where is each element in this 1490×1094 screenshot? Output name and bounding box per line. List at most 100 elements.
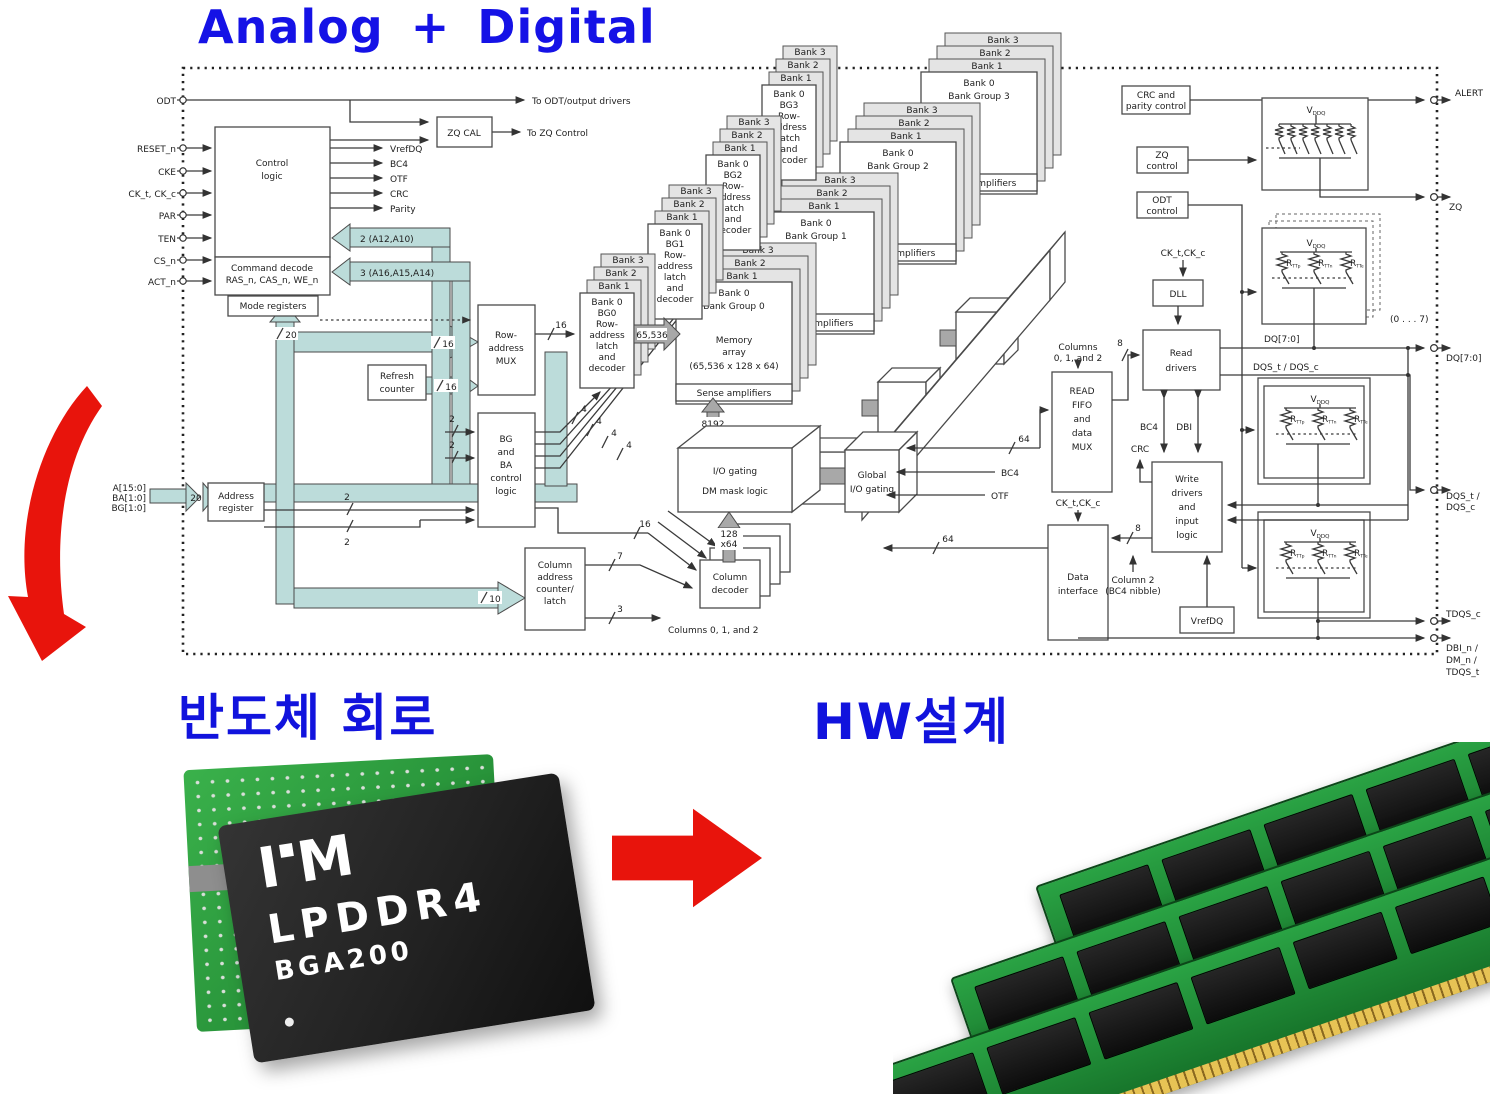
- svg-text:Bank 3: Bank 3: [738, 118, 769, 128]
- svg-text:CRC and: CRC and: [1137, 91, 1175, 101]
- svg-text:ZQ: ZQ: [1155, 151, 1168, 161]
- wire-width-label: 3: [617, 605, 623, 615]
- svg-text:Bank 1: Bank 1: [890, 132, 921, 142]
- pin-label: DM_n /: [1446, 656, 1478, 666]
- svg-text:128: 128: [720, 530, 737, 540]
- svg-text:Sense amplifiers: Sense amplifiers: [697, 389, 772, 399]
- svg-text:RAS_n, CAS_n, WE_n: RAS_n, CAS_n, WE_n: [226, 276, 319, 286]
- svg-text:CRC: CRC: [390, 190, 408, 200]
- svg-text:VrefDQ: VrefDQ: [1191, 617, 1223, 627]
- svg-text:BG2: BG2: [724, 171, 743, 181]
- bc4-label: BC4: [1140, 423, 1158, 433]
- row-address-mux-block: Row- address MUX: [477, 304, 536, 396]
- svg-text:READ: READ: [1069, 387, 1094, 397]
- page-title: Analog + Digital: [198, 0, 656, 54]
- wire-width-label: 7: [617, 552, 623, 562]
- svg-text:I/O gating: I/O gating: [713, 467, 757, 477]
- svg-text:x64: x64: [721, 540, 738, 550]
- svg-text:8192: 8192: [702, 420, 725, 430]
- dq-label: DQ[7:0]: [1264, 335, 1300, 345]
- red-curved-arrow: [8, 386, 102, 661]
- svg-text:data: data: [1072, 429, 1092, 439]
- svg-text:VDDQ: VDDQ: [1307, 106, 1327, 117]
- pin-label: CKE: [158, 168, 176, 178]
- svg-text:Bank Group 3: Bank Group 3: [948, 92, 1009, 102]
- svg-text:Bank 2: Bank 2: [734, 259, 765, 269]
- bus-width-16: 16: [431, 336, 455, 350]
- svg-text:Bank 2: Bank 2: [673, 200, 704, 210]
- svg-text:Bank 0: Bank 0: [659, 229, 690, 239]
- pin-label: ZQ: [1449, 203, 1462, 213]
- svg-text:Refresh: Refresh: [380, 372, 414, 382]
- caption-semiconductor-circuit: 반도체 회로: [178, 689, 438, 747]
- wire-width-label: 2: [344, 538, 350, 548]
- wire-width-label: 4: [626, 441, 632, 451]
- cmd-bus-label: 3 (A16,A15,A14): [360, 269, 434, 279]
- bc4-label: BC4: [1001, 469, 1019, 479]
- range-label: (0 . . . 7): [1390, 315, 1429, 325]
- latch-stack-bg3: Bank 3 Bank 2 Bank 1 Bank 0 BG3 Row- add…: [761, 45, 838, 181]
- svg-text:BA: BA: [500, 461, 513, 471]
- control-output-labels: VrefDQ BC4 OTF CRC Parity: [390, 145, 422, 215]
- svg-text:20: 20: [285, 331, 297, 341]
- refresh-counter-block: Refresh counter: [367, 364, 427, 401]
- bus-width-10: 10: [478, 591, 502, 605]
- col2-label: (BC4 nibble): [1105, 587, 1161, 597]
- crc-label: CRC: [1131, 445, 1149, 455]
- svg-text:Row-: Row-: [664, 251, 686, 261]
- svg-text:and: and: [599, 353, 616, 363]
- svg-text:Bank 3: Bank 3: [906, 106, 937, 116]
- svg-text:Bank 0: Bank 0: [800, 219, 831, 229]
- svg-text:BG0: BG0: [598, 309, 617, 319]
- right-section: CRC and parity control ZQ control ODT co…: [1047, 85, 1483, 678]
- svg-text:and: and: [1074, 415, 1091, 425]
- svg-text:BC4: BC4: [390, 160, 408, 170]
- wire-width-label: 4: [611, 429, 617, 439]
- svg-text:Data: Data: [1067, 573, 1089, 583]
- memory-chip: [1088, 981, 1194, 1060]
- svg-text:Bank 2: Bank 2: [898, 119, 929, 129]
- bg-ba-control-block: BG and BA control logic: [477, 412, 536, 528]
- svg-text:Bank 1: Bank 1: [971, 62, 1002, 72]
- svg-text:MUX: MUX: [496, 357, 517, 367]
- svg-text:array: array: [722, 348, 746, 358]
- svg-text:Bank 3: Bank 3: [742, 246, 773, 256]
- zq-out-label: To ZQ Control: [526, 129, 588, 139]
- ck-label: CK_t,CK_c: [1161, 249, 1206, 259]
- svg-text:Bank 0: Bank 0: [718, 289, 749, 299]
- svg-text:Control: Control: [256, 159, 289, 169]
- arrow-128x64: 128 x64: [715, 511, 743, 563]
- pin-label: CS_n: [154, 257, 176, 267]
- addr-label: BG[1:0]: [112, 504, 147, 514]
- svg-text:Bank 1: Bank 1: [780, 74, 811, 84]
- pin-label: TEN: [157, 235, 176, 245]
- svg-text:Address: Address: [218, 492, 254, 502]
- svg-text:decoder: decoder: [771, 156, 808, 166]
- svg-text:address: address: [657, 262, 693, 272]
- left-pins: ODT RESET_n CKE CK_t, CK_c PAR TEN CS_n …: [112, 96, 187, 514]
- pin-label: TDQS_c: [1445, 610, 1481, 620]
- zq-cal-block: ZQ CAL: [436, 116, 493, 148]
- svg-text:and: and: [781, 145, 798, 155]
- svg-text:ZQ CAL: ZQ CAL: [447, 129, 481, 139]
- dbi-label: DBI: [1176, 423, 1192, 433]
- svg-text:drivers: drivers: [1165, 364, 1196, 374]
- svg-text:address: address: [715, 193, 751, 203]
- pin-label: RESET_n: [137, 145, 176, 155]
- svg-text:Row-: Row-: [778, 112, 800, 122]
- svg-text:Command decode: Command decode: [231, 264, 314, 274]
- svg-text:VrefDQ: VrefDQ: [390, 145, 422, 155]
- bus-width-20: 20: [273, 327, 298, 341]
- pin-label: DBI_n /: [1446, 644, 1479, 654]
- pin-label: DQS_t /: [1446, 492, 1481, 502]
- wire-width-label: 2: [449, 441, 455, 451]
- columns-label: Columns: [1058, 343, 1097, 353]
- odt-termination-dqs: [1257, 377, 1371, 485]
- global-io-gating-block: Global I/O gating: [843, 430, 919, 514]
- svg-text:DM mask logic: DM mask logic: [702, 487, 768, 497]
- dqs-label: DQS_t / DQS_c: [1253, 363, 1319, 373]
- svg-text:address: address: [771, 123, 807, 133]
- pin-label: TDQS_t: [1445, 668, 1480, 678]
- wire-width-label: 4: [581, 405, 587, 415]
